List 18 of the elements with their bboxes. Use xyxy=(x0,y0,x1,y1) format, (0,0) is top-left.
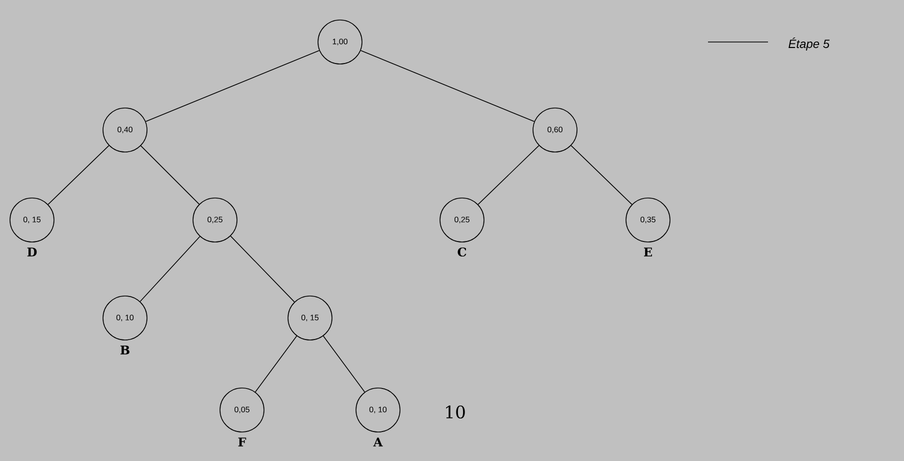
tree-edge xyxy=(145,50,320,122)
leaf-letter: E xyxy=(644,248,652,256)
leaf-letter: F xyxy=(238,438,246,446)
leaf-letter: D xyxy=(27,248,37,256)
tree-edge xyxy=(570,145,632,205)
page-number: 10 xyxy=(446,405,465,419)
tree-edge xyxy=(230,236,295,302)
leaf-letter: C xyxy=(458,247,466,257)
legend-text: Étape 5 xyxy=(788,38,830,50)
tree-edge xyxy=(254,336,298,392)
tree-edge xyxy=(140,145,200,205)
leaf-letter: B xyxy=(120,346,130,354)
tree-edge xyxy=(140,236,200,302)
tree-edge xyxy=(322,336,366,392)
tree-edge xyxy=(360,50,535,122)
leaf-letter: A xyxy=(373,438,383,446)
tree-edge xyxy=(478,145,540,205)
tree-edge xyxy=(48,145,110,205)
